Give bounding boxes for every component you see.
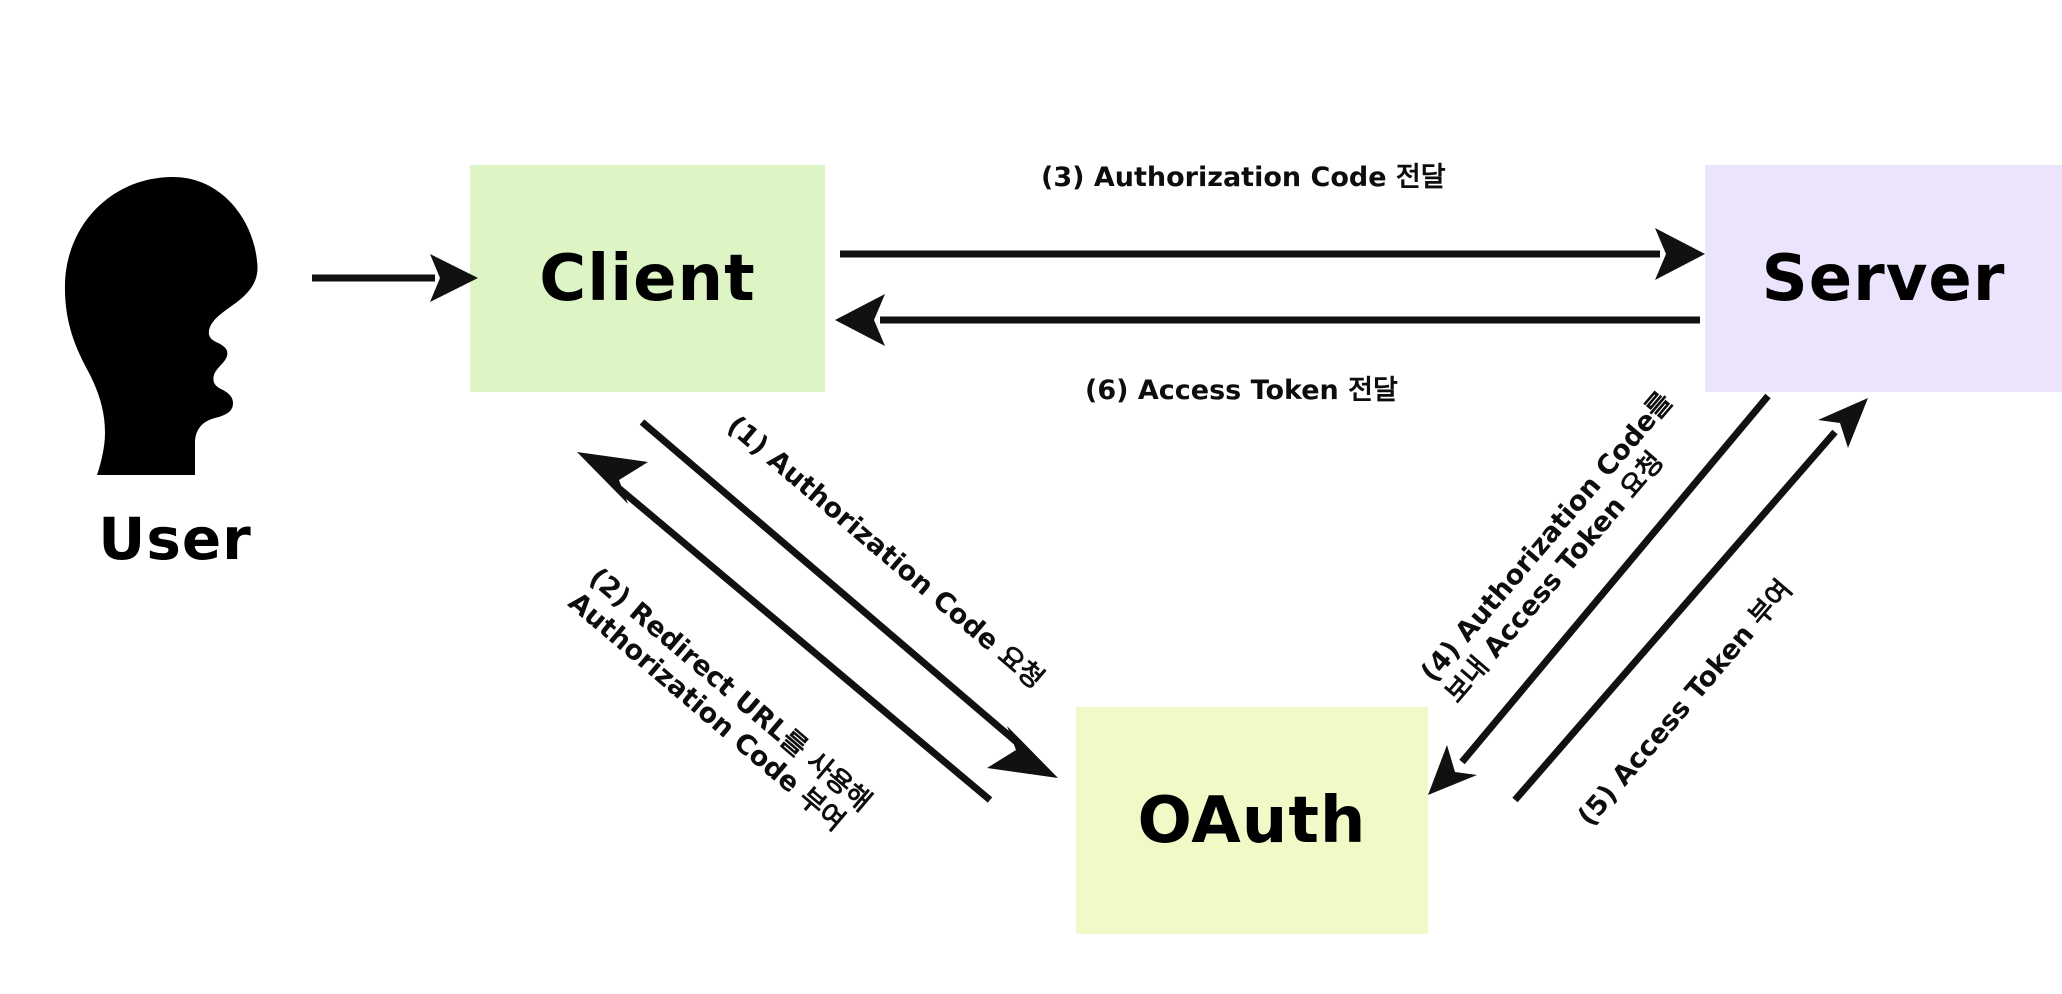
edge-label-step-2-line-2: Authorization Code 부여 — [562, 586, 851, 838]
edge-label-step-5: (5) Access Token 부여 — [1572, 574, 1799, 833]
node-client[interactable]: Client — [470, 165, 825, 392]
edge-step-3 — [840, 228, 1705, 280]
edge-label-step-4-line-1: (4) Authorization Code를 — [1415, 386, 1680, 689]
edge-label-step-4: (4) Authorization Code를 보내 Access Token … — [1415, 386, 1704, 709]
edge-label-step-4-line-2: 보내 Access Token 요청 — [1439, 446, 1671, 709]
edge-label-step-2-line-1: (2) Redirect URL를 사용해 — [582, 562, 877, 818]
user-label-container: User — [45, 505, 305, 573]
edge-step-5 — [1512, 398, 1868, 803]
node-label-oauth: OAuth — [1137, 783, 1367, 858]
edge-step-6 — [835, 294, 1700, 346]
user-silhouette-icon — [64, 177, 258, 475]
node-oauth[interactable]: OAuth — [1076, 707, 1428, 934]
node-label-client: Client — [539, 241, 756, 316]
edge-label-step-6: (6) Access Token 전달 — [1085, 375, 1398, 406]
edge-user-to-client — [312, 254, 478, 302]
edge-label-step-1: (1) Authorization Code 요청 — [720, 410, 1050, 696]
edge-label-step-3: (3) Authorization Code 전달 — [1041, 162, 1446, 193]
node-label-server: Server — [1761, 241, 2006, 316]
edge-label-step-2: (2) Redirect URL를 사용해 Authorization Code… — [562, 562, 877, 843]
node-server[interactable]: Server — [1705, 165, 2062, 392]
node-label-user: User — [98, 505, 252, 573]
